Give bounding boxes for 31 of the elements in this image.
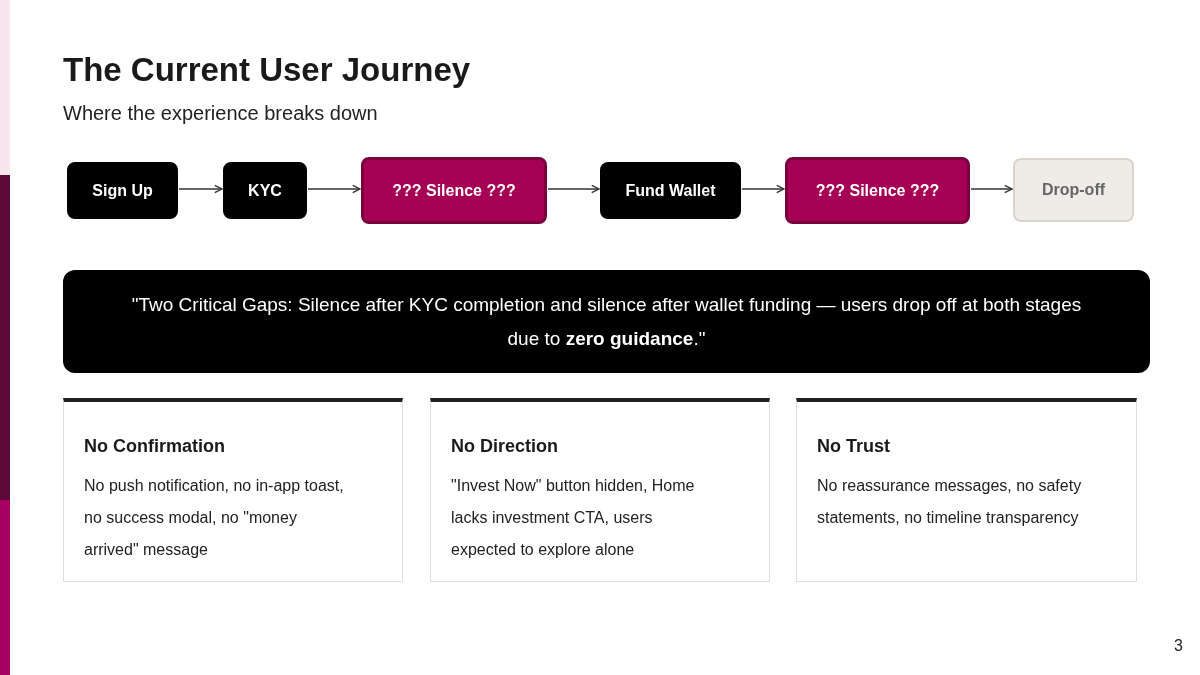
step-label: Sign Up bbox=[92, 180, 153, 201]
arrow bbox=[178, 184, 223, 194]
card-heading: No Confirmation bbox=[84, 435, 226, 458]
subtitle: Where the experience breaks down bbox=[63, 101, 378, 126]
arrow bbox=[307, 184, 361, 194]
step-label: KYC bbox=[248, 180, 282, 201]
step-label: ??? Silence ??? bbox=[815, 180, 940, 201]
process-box bbox=[223, 162, 307, 219]
card-heading: No Trust bbox=[817, 435, 891, 458]
gap-box bbox=[785, 157, 970, 224]
step-label: Fund Wallet bbox=[625, 180, 716, 201]
card-body: No reassurance messages, no safety statements, no timeline transparency bbox=[817, 476, 1083, 528]
quote-banner bbox=[63, 270, 1150, 373]
arrow bbox=[547, 184, 600, 194]
step-label: Drop-off bbox=[1041, 180, 1106, 200]
arrow bbox=[741, 184, 785, 194]
page-number: 3 bbox=[1174, 636, 1183, 656]
end-box bbox=[1013, 158, 1134, 222]
gap-box bbox=[361, 157, 547, 224]
process-box bbox=[67, 162, 178, 219]
arrow bbox=[970, 184, 1013, 194]
title: The Current User Journey bbox=[63, 50, 471, 90]
info-card bbox=[63, 398, 403, 582]
card-body: No push notification, no in-app toast, no success modal, no "money arrived" message bbox=[84, 476, 345, 560]
card-body: "Invest Now" button hidden, Home lacks investment CTA, users expected to explore alone bbox=[451, 476, 696, 560]
step-label: ??? Silence ??? bbox=[392, 180, 516, 201]
info-card bbox=[796, 398, 1137, 582]
card-heading: No Direction bbox=[451, 435, 559, 458]
process-box bbox=[600, 162, 741, 219]
info-card bbox=[430, 398, 770, 582]
quote-text: "Two Critical Gaps: Silence after KYC completion and silence after wallet funding — users drop off at both stages due to zero guidance." bbox=[130, 292, 1083, 351]
